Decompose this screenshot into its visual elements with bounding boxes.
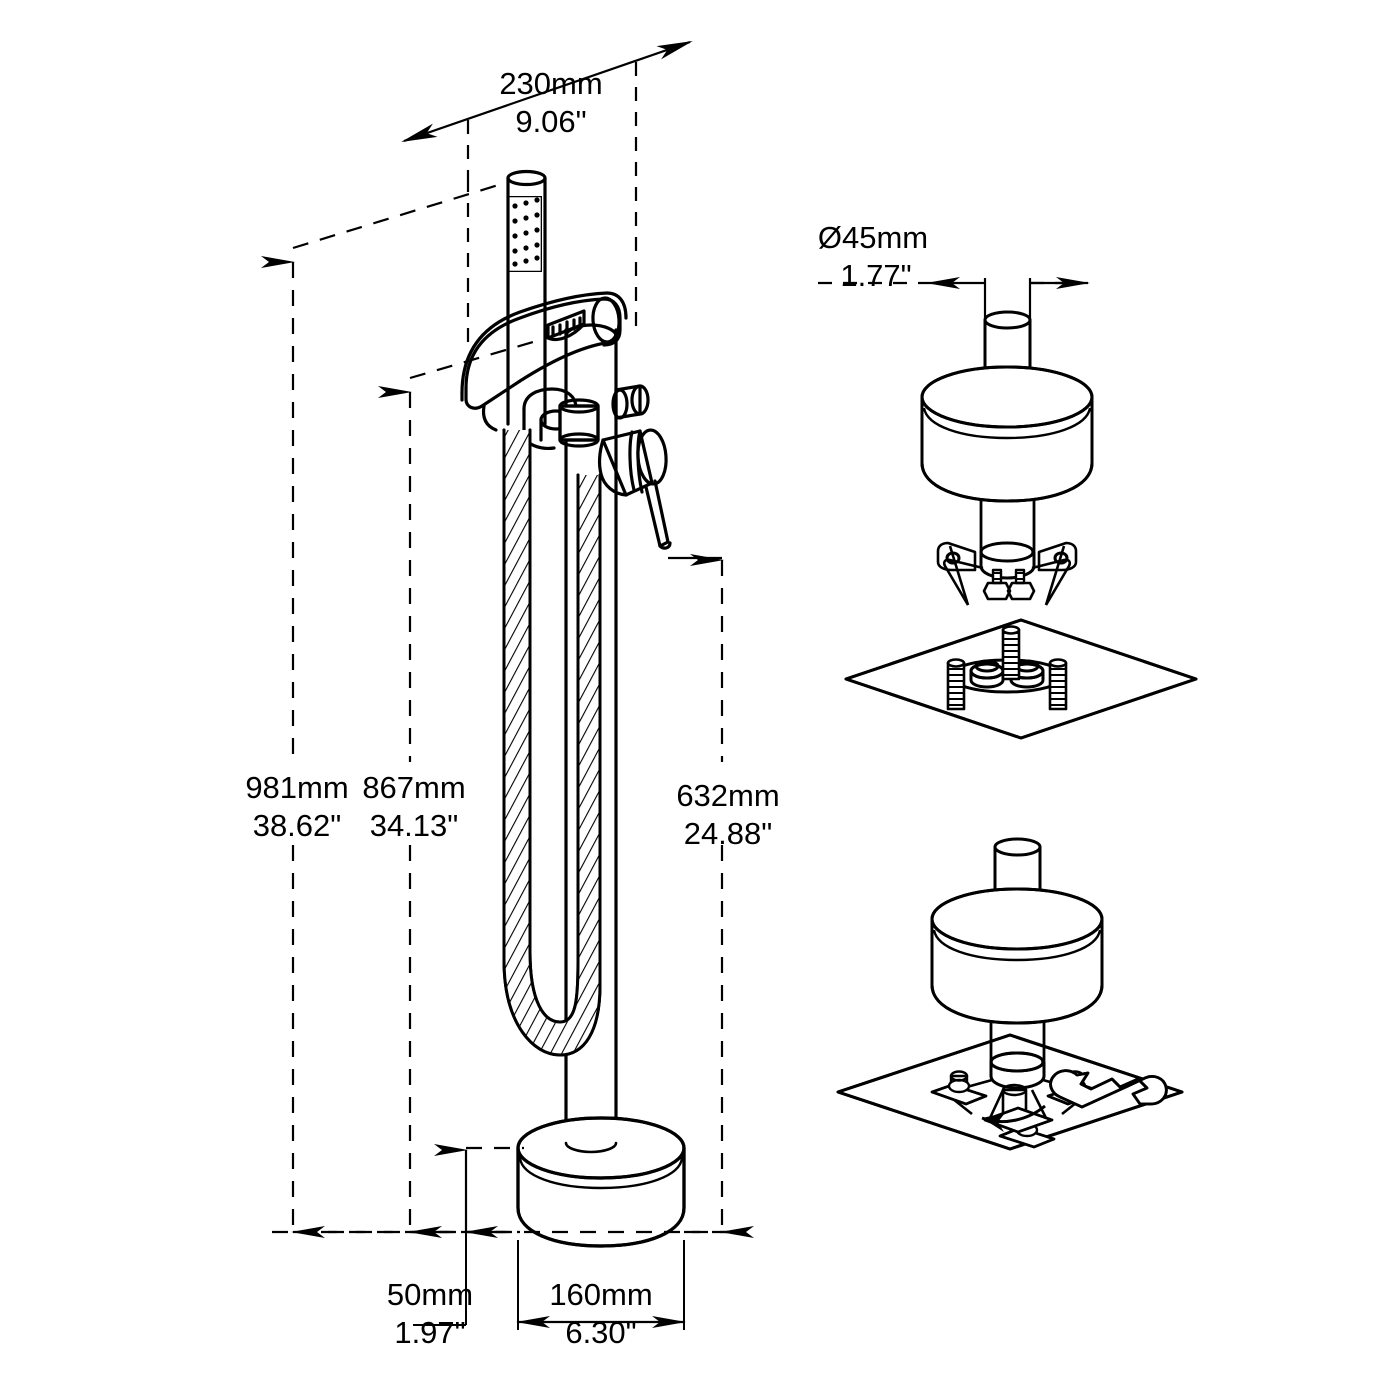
mixer-lever-handle [597,428,672,550]
diverter-knob [611,384,650,420]
base-cover-cylinder-top [920,365,1094,503]
riser-column [564,323,618,1145]
open-end-wrench [1049,1069,1168,1109]
wand-grip-perforations [508,196,542,272]
label-base-diameter-inch: 6.30" [565,1315,636,1350]
label-handle-height-mm: 632mm [676,778,779,813]
dim-base-height [413,1144,498,1326]
label-spout-reach-mm: 230mm [499,66,602,101]
label-column-diameter-inch: 1.77" [840,258,911,293]
dim-spout-reach [401,40,693,352]
label-spout-reach-inch: 9.06" [515,104,586,139]
label-column-diameter-mm: Ø45mm [818,220,928,255]
braided-flexible-hose [502,398,602,1057]
label-base-height-mm: 50mm [387,1277,473,1312]
tripod-mounting-bracket [936,498,1078,606]
mount-exploded-top-view [818,277,1094,606]
label-spout-height-mm: 867mm [362,770,465,805]
base-cover-cylinder-installed [930,887,1104,1025]
dimension-lines-main [261,40,754,1330]
rotation-direction-arrow [981,1104,1046,1132]
bracket-foot-left [930,1070,988,1106]
hand-shower-wand [506,169,547,426]
label-overall-height-inch: 38.62" [253,808,342,843]
dim-base-diameter [516,1240,686,1330]
main-elevation-view [460,169,686,1248]
mount-installed-view [836,837,1184,1151]
label-base-height-inch: 1.97" [394,1315,465,1350]
label-overall-height-mm: 981mm [245,770,348,805]
anchor-studs [946,625,1068,711]
dimension-labels: 230mm 9.06" Ø45mm 1.77" 981mm 38.62" 867… [245,66,928,1350]
hose-connector-collar [558,398,600,448]
floor-plate-view [844,618,1198,740]
label-spout-height-inch: 34.13" [370,808,459,843]
dim-handle-height [668,554,754,1238]
label-handle-height-inch: 24.88" [684,816,773,851]
base-cover-cylinder [516,1116,686,1248]
label-base-diameter-mm: 160mm [549,1277,652,1312]
